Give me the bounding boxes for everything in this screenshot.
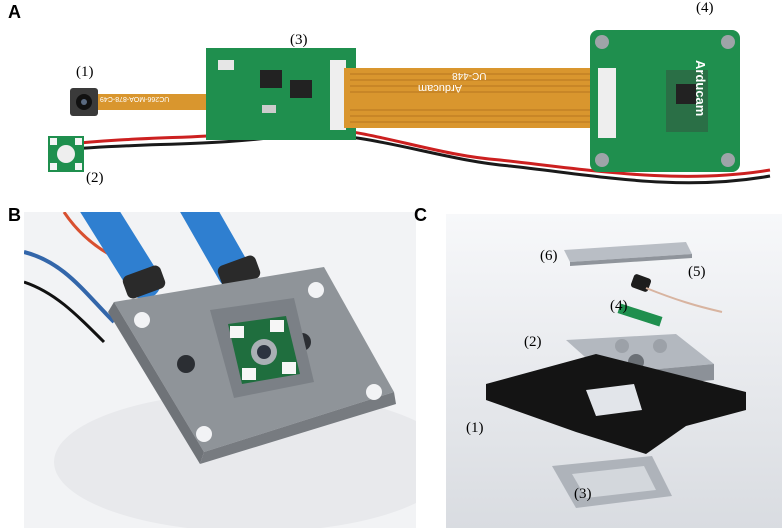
panel-b-photo	[24, 212, 416, 528]
panel-c-label-1: (1)	[466, 420, 484, 436]
panel-c-label-6: (6)	[540, 248, 558, 264]
panel-a-label-3: (3)	[290, 32, 308, 48]
panel-c-render	[446, 214, 782, 528]
panel-a-label-4: (4)	[696, 0, 714, 16]
panel-a-photo	[30, 10, 782, 195]
camera-silk-text: UC266-MOA-878-C49	[100, 95, 170, 102]
panel-c-letter: C	[414, 205, 427, 225]
flex-brand-text: Arducam	[418, 82, 463, 94]
panel-b-letter: B	[8, 205, 21, 225]
flex-code-text: UC-448	[452, 70, 487, 81]
panel-c-label-4: (4)	[610, 298, 628, 314]
panel-c-illustration	[446, 214, 782, 528]
panel-a-letter: A	[8, 2, 21, 22]
panel-c-label-3: (3)	[574, 486, 592, 502]
panel-c-label-2: (2)	[524, 334, 542, 350]
panel-a-illustration	[48, 30, 771, 185]
panel-b-illustration	[24, 212, 416, 528]
panel-a-label-2: (2)	[86, 170, 104, 186]
board-brand-text: Arducam	[693, 60, 708, 117]
panel-a-label-1: (1)	[76, 64, 94, 80]
panel-c-label-5: (5)	[688, 264, 706, 280]
